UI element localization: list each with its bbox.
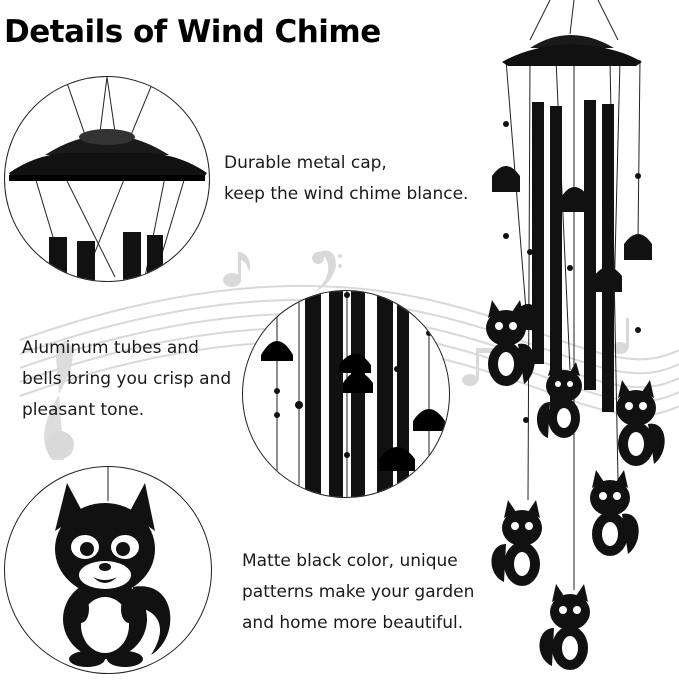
caption-line: Durable metal cap,	[224, 153, 387, 173]
cap-closeup-circle	[4, 76, 210, 282]
caption-tubes-bells: Aluminum tubes and bells bring you crisp…	[22, 333, 231, 426]
caption-matte-black: Matte black color, unique patterns make …	[242, 546, 474, 639]
caption-line: patterns make your garden	[242, 582, 475, 602]
caption-metal-cap: Durable metal cap, keep the wind chime b…	[224, 148, 468, 210]
page-title: Details of Wind Chime	[4, 14, 381, 50]
wind-chime-product-image	[470, 0, 679, 683]
tubes-bells-closeup-circle	[242, 290, 450, 498]
squirrel-pattern-closeup-circle	[4, 466, 212, 674]
caption-line: Matte black color, unique	[242, 551, 458, 571]
caption-line: and home more beautiful.	[242, 613, 464, 633]
caption-line: pleasant tone.	[22, 400, 145, 420]
caption-line: Aluminum tubes and	[22, 338, 199, 358]
caption-line: bells bring you crisp and	[22, 369, 232, 389]
caption-line: keep the wind chime blance.	[224, 184, 469, 204]
